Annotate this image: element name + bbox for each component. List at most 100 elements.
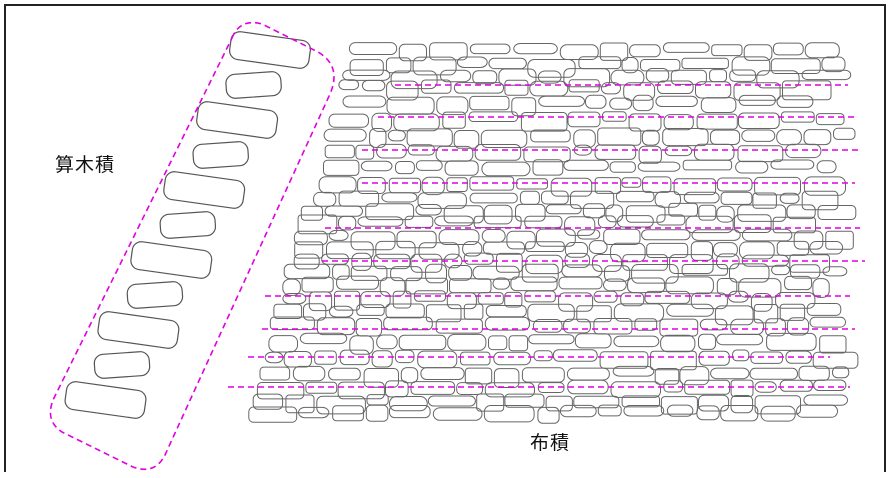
stone (389, 396, 428, 412)
stone (493, 351, 532, 366)
stone (456, 56, 488, 68)
stone (690, 241, 713, 261)
stone (573, 129, 596, 148)
stone (713, 242, 738, 258)
corner-stone (229, 31, 311, 69)
stone (516, 178, 549, 190)
stone (360, 160, 393, 172)
stone (752, 192, 777, 209)
stone (566, 367, 610, 381)
stone (711, 44, 743, 57)
stone (488, 335, 508, 351)
stone (513, 43, 558, 55)
stone (371, 350, 393, 368)
corner-stone (97, 311, 180, 349)
stone (355, 318, 383, 337)
stone (483, 405, 535, 423)
stone (332, 405, 364, 422)
stone (760, 405, 796, 422)
stone (733, 82, 781, 101)
stone (472, 70, 498, 85)
stone (594, 144, 637, 160)
stone (463, 303, 484, 320)
stone (504, 79, 529, 96)
stone (681, 57, 729, 69)
stone (385, 57, 412, 74)
stone (456, 382, 484, 396)
stone (484, 382, 535, 398)
stone (396, 230, 437, 249)
stone (305, 381, 338, 394)
stone (425, 263, 448, 284)
stone (605, 204, 624, 223)
stone (739, 241, 775, 260)
stone (563, 68, 611, 88)
stone (293, 230, 328, 246)
stone (484, 316, 530, 331)
stone (782, 80, 832, 101)
stone (690, 292, 728, 310)
stone (360, 291, 391, 309)
stone (442, 111, 466, 129)
stone (660, 334, 696, 353)
stone (363, 368, 400, 388)
stone (348, 42, 398, 55)
stone (321, 253, 350, 265)
stone (803, 176, 847, 196)
stone (469, 43, 511, 55)
stone (523, 146, 571, 163)
stone (640, 59, 681, 72)
stone (482, 241, 525, 255)
stone (646, 242, 689, 258)
stone (641, 229, 691, 241)
stone (833, 127, 856, 140)
stone (716, 278, 738, 296)
stone (268, 335, 298, 353)
stone (405, 277, 448, 295)
stone (415, 160, 443, 171)
stone (714, 305, 754, 326)
stone (379, 277, 406, 297)
stone (357, 177, 386, 194)
stone (699, 318, 728, 331)
stone (738, 94, 776, 106)
stone (421, 176, 445, 196)
stone (668, 202, 698, 217)
stone (436, 96, 469, 116)
stone (754, 395, 801, 415)
stone (822, 266, 848, 277)
stone (412, 56, 457, 76)
stone (644, 290, 691, 304)
stone (528, 334, 575, 345)
stone (720, 191, 753, 205)
stone (400, 367, 419, 384)
corner-stone (93, 351, 151, 379)
stone (313, 191, 337, 207)
stone (815, 113, 845, 126)
stone (434, 215, 474, 227)
stone (621, 177, 642, 188)
stone (273, 303, 303, 319)
stone (730, 379, 754, 398)
stone (545, 204, 582, 215)
stone (660, 396, 698, 415)
corner-stone (196, 101, 279, 139)
stone (817, 205, 857, 220)
stone (530, 129, 571, 143)
stone (283, 351, 312, 368)
stone (521, 367, 565, 383)
stone (448, 265, 473, 281)
stone (361, 79, 386, 92)
stone (681, 264, 728, 276)
stone (410, 253, 443, 273)
stone (803, 129, 832, 146)
stone (283, 263, 331, 280)
stone (621, 395, 660, 408)
stone (737, 204, 787, 222)
stone (332, 264, 350, 280)
stone (406, 128, 453, 147)
stone (563, 318, 591, 334)
stone (349, 335, 374, 355)
stone (558, 276, 603, 290)
stone (375, 240, 416, 260)
